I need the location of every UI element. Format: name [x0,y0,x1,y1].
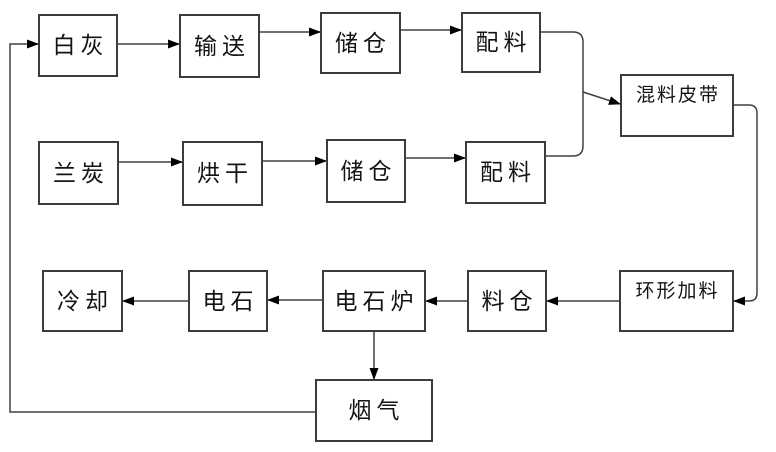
node-label: 储仓 [335,30,391,56]
node-ring-feeder: 环形加料 [619,270,734,332]
node-storage-2: 储仓 [326,139,406,203]
node-label: 环形加料 [635,281,720,302]
edge-junction-to-mixing-belt [582,91,621,105]
node-label: 烟气 [348,398,405,423]
node-label: 白灰 [52,33,109,58]
node-label: 电石 [202,288,259,314]
node-flue-gas: 烟气 [315,379,433,442]
node-cooling: 冷却 [42,270,123,332]
node-label: 储仓 [340,158,397,184]
node-drying: 烘干 [182,141,263,206]
node-label: 输送 [194,33,250,59]
node-lime: 白灰 [38,14,118,77]
node-carbide-furnace: 电石炉 [322,270,426,332]
edge-batching-2-to-junction [546,93,584,157]
node-batching-1: 配料 [461,12,541,73]
node-semicoke: 兰炭 [38,141,119,205]
node-label: 电石炉 [334,288,419,314]
node-label: 冷却 [57,288,113,314]
node-carbide: 电石 [188,270,268,332]
edge-mixing-belt-to-ring-feeder [733,104,758,306]
node-silo: 料仓 [467,270,547,332]
node-label: 配料 [475,30,532,55]
edge-batching-1-to-junction [541,31,584,93]
node-mixing-belt: 混料皮带 [620,74,734,137]
node-batching-2: 配料 [465,141,546,204]
node-label: 料仓 [481,288,538,314]
edge-flue-gas-to-lime [9,39,315,413]
node-label: 兰炭 [53,160,109,186]
node-label: 烘干 [197,161,253,186]
node-label: 混料皮带 [635,85,720,106]
node-storage-1: 储仓 [320,12,401,74]
node-conveying: 输送 [179,14,260,78]
node-label: 配料 [480,160,536,185]
